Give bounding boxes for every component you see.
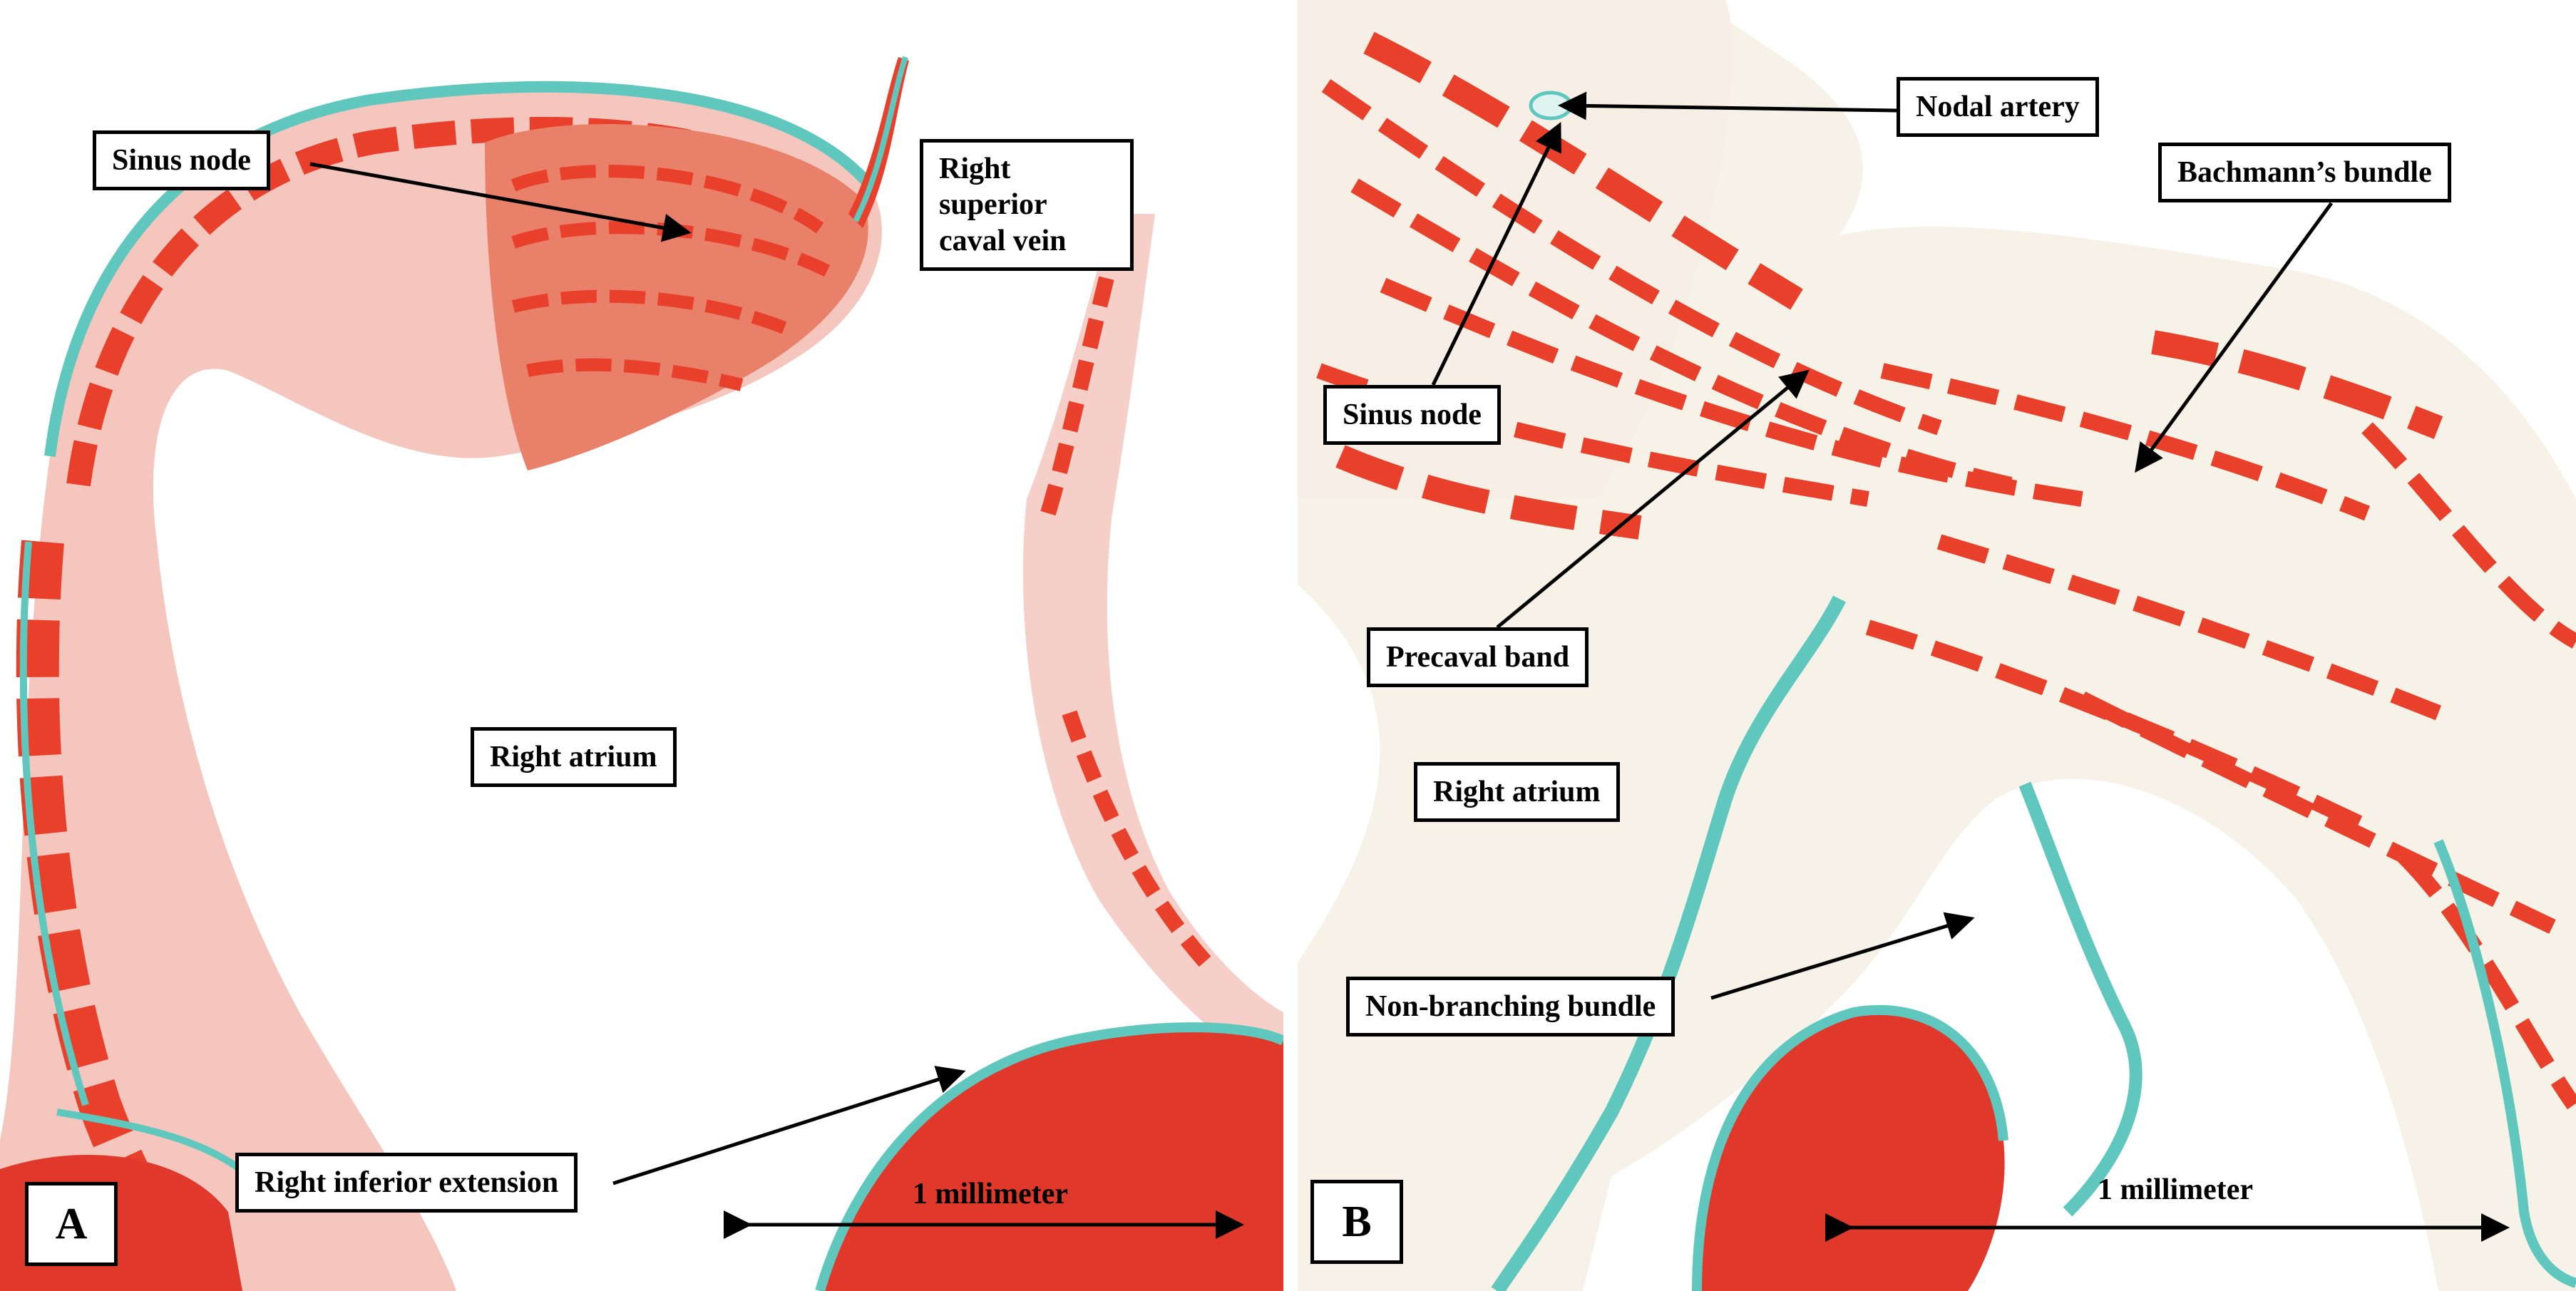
- rscv-line-1: Right: [939, 153, 1011, 185]
- label-precaval-band: Precaval band: [1367, 627, 1589, 688]
- panel-letter-b: B: [1310, 1180, 1403, 1264]
- label-non-branching-bundle: Non-branching bundle: [1346, 977, 1676, 1037]
- label-right-inferior-extension: Right inferior extension: [235, 1153, 578, 1213]
- rscv-line-3: caval vein: [939, 224, 1067, 257]
- label-sinus-node-a: Sinus node: [93, 130, 270, 191]
- panel-a-micrograph: Sinus node Right superior caval vein Rig…: [0, 0, 1283, 1291]
- rscv-line-2: superior: [939, 188, 1047, 222]
- panel-letter-a: A: [25, 1182, 118, 1266]
- panel-b-micrograph: Nodal artery Bachmann’s bundle Sinus nod…: [1298, 0, 2576, 1291]
- label-right-superior-caval-vein: Right superior caval vein: [920, 139, 1134, 272]
- label-right-atrium-b: Right atrium: [1414, 762, 1620, 823]
- scale-label-a: 1 millimeter: [913, 1178, 1069, 1210]
- label-sinus-node-b: Sinus node: [1323, 385, 1501, 446]
- scale-label-b: 1 millimeter: [2098, 1173, 2254, 1206]
- label-nodal-artery: Nodal artery: [1897, 77, 2099, 138]
- label-right-atrium-a: Right atrium: [471, 727, 677, 788]
- label-bachmanns-bundle: Bachmann’s bundle: [2158, 143, 2451, 203]
